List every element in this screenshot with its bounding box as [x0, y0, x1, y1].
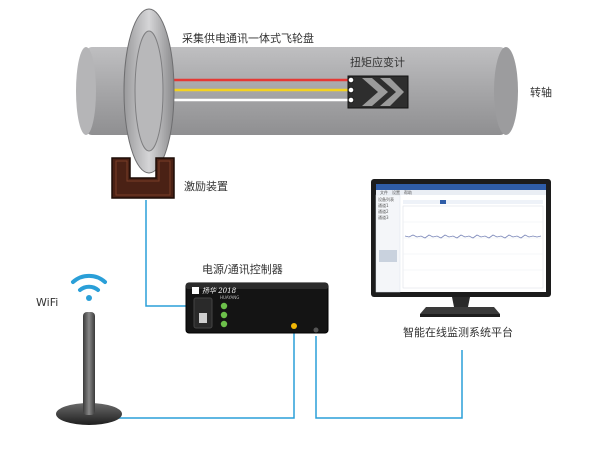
status-led-1: [220, 302, 228, 310]
controller-box: 扬华 2018 HUAYANG: [185, 282, 329, 334]
sidebar-item-ch3[interactable]: 通道3: [378, 214, 389, 220]
menu-item-settings[interactable]: 设置: [392, 189, 400, 195]
sidebar-item-devices[interactable]: 设备列表: [378, 196, 394, 202]
status-led-2: [220, 311, 228, 319]
shaft-left-end: [76, 47, 96, 135]
monitor: 文件 设置 帮助 设备列表 通道1 通道2 通道3: [371, 179, 551, 317]
app-titlebar: [376, 184, 546, 190]
brand-logo-icon: [192, 287, 199, 294]
strain-gauge-pattern-a: [362, 78, 388, 106]
status-led-3: [220, 320, 228, 328]
app-sidebar: [375, 194, 401, 293]
chart-tab-active[interactable]: [440, 200, 446, 204]
menu-item-help[interactable]: 帮助: [404, 189, 412, 195]
app-menubar: [376, 190, 546, 195]
monitor-neck: [452, 297, 470, 307]
sidebar-item-ch1[interactable]: 通道1: [378, 202, 389, 208]
wifi-antenna: [56, 273, 122, 425]
monitor-foot: [420, 307, 500, 314]
terminal-2: [347, 86, 355, 94]
antenna-port: [291, 323, 297, 329]
wifi-icon: [71, 273, 107, 301]
flywheel-hub: [134, 30, 164, 152]
cable-controller-wifi: [112, 328, 295, 419]
chart-area: [402, 205, 544, 289]
strain-wires: [150, 78, 350, 102]
terminal-3: [347, 96, 355, 104]
controller-brand: 扬华 2018: [202, 287, 237, 295]
data-port: [313, 327, 319, 333]
exciter-inner: [115, 160, 171, 196]
shaft-end: [494, 47, 518, 135]
strain-gauge-pattern-b: [380, 78, 404, 106]
sidebar-item-ch2[interactable]: 通道2: [378, 208, 389, 214]
label-flywheel: 采集供电通讯一体式飞轮盘: [182, 31, 314, 45]
terminal-1: [347, 76, 355, 84]
antenna-rod: [83, 312, 95, 415]
menu-item-file[interactable]: 文件: [380, 189, 388, 195]
cable-controller-monitor: [315, 336, 463, 419]
label-strain-gauge: 扭矩应变计: [350, 55, 405, 69]
exciter-device: [111, 157, 175, 199]
sidebar-calendar: [379, 250, 397, 262]
strain-gauge: [347, 75, 409, 109]
power-switch-toggle[interactable]: [199, 313, 207, 323]
signal-trace: [404, 234, 542, 239]
chart-toolbar: [403, 200, 543, 204]
label-wifi: WiFi: [36, 296, 58, 309]
cables: [112, 200, 463, 419]
flywheel-disc: [123, 8, 175, 174]
label-exciter: 激励装置: [184, 179, 228, 193]
monitor-foot-edge: [420, 314, 500, 317]
label-controller: 电源/通讯控制器: [202, 262, 283, 276]
controller-model: HUAYANG: [220, 295, 239, 300]
label-platform: 智能在线监测系统平台: [403, 325, 513, 339]
label-shaft: 转轴: [530, 85, 552, 99]
cable-exciter-controller: [145, 200, 190, 307]
controller-top: [186, 283, 328, 289]
